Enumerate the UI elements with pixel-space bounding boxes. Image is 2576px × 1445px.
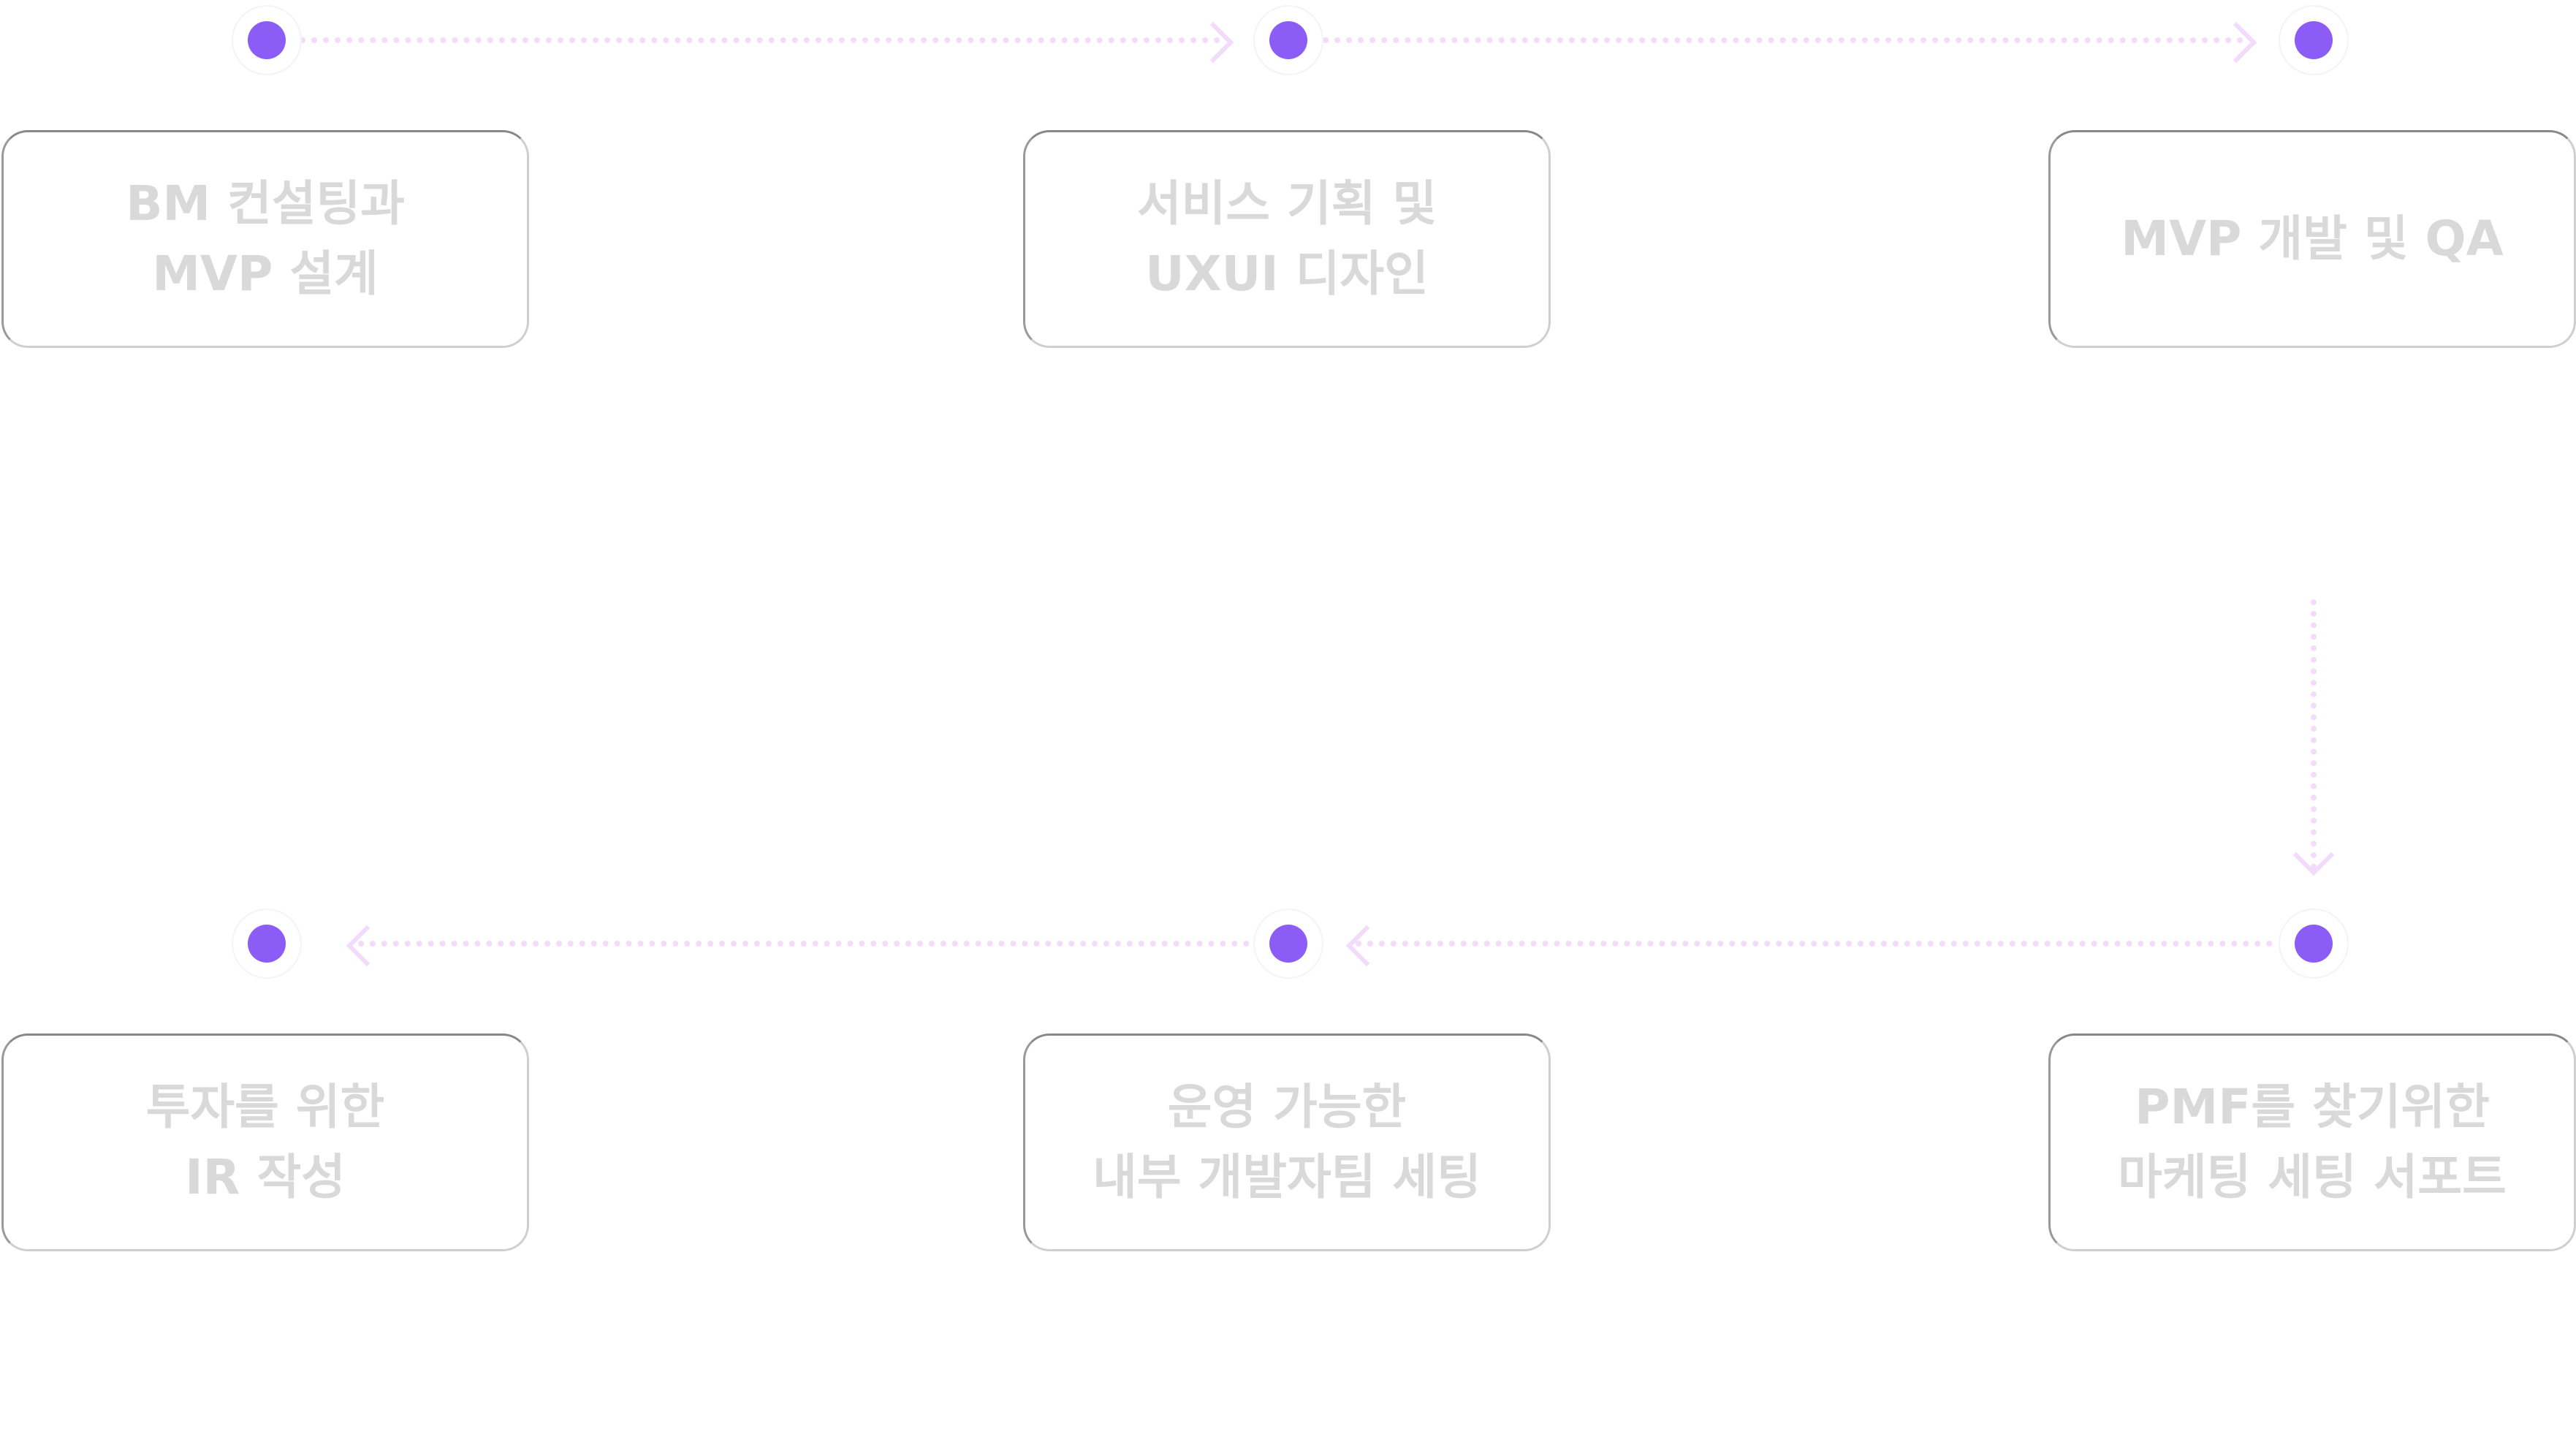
step-6-dot: [248, 925, 286, 963]
step-1-title: BM 컨설팅과 MVP 설계: [126, 175, 405, 302]
step-1-dot: [248, 21, 286, 59]
step-5-title: 운영 가능한 내부 개발자팀 세팅: [1093, 1079, 1481, 1205]
connector-1-2: [300, 37, 1220, 43]
arrow-right-icon: [1192, 21, 1234, 64]
step-3-dot: [2295, 21, 2333, 59]
step-6-title: 투자를 위한 IR 작성: [145, 1079, 385, 1205]
step-2-title: 서비스 기획 및 UXUI 디자인: [1136, 175, 1437, 302]
step-5-card: 운영 가능한 내부 개발자팀 세팅: [1023, 1034, 1551, 1251]
step-4-dot: [2295, 925, 2333, 963]
connector-5-6: [358, 941, 1250, 947]
step-1-card: BM 컨설팅과 MVP 설계: [1, 130, 529, 348]
arrow-left-icon: [346, 925, 388, 967]
connector-3-4: [2311, 599, 2317, 870]
step-6-card: 투자를 위한 IR 작성: [1, 1034, 529, 1251]
step-2-card: 서비스 기획 및 UXUI 디자인: [1023, 130, 1551, 348]
arrow-left-icon: [1345, 925, 1388, 967]
connector-2-3: [1323, 37, 2243, 43]
step-4-title: PMF를 찾기위한 마케팅 세팅 서포트: [2118, 1079, 2507, 1205]
step-3-card: MVP 개발 및 QA: [2048, 130, 2576, 348]
step-2-dot: [1269, 21, 1307, 59]
connector-4-5: [1356, 941, 2273, 947]
step-3-title: MVP 개발 및 QA: [2121, 211, 2504, 267]
step-5-dot: [1269, 925, 1307, 963]
arrow-down-icon: [2292, 834, 2335, 876]
step-4-card: PMF를 찾기위한 마케팅 세팅 서포트: [2048, 1034, 2576, 1251]
arrow-right-icon: [2215, 21, 2257, 64]
